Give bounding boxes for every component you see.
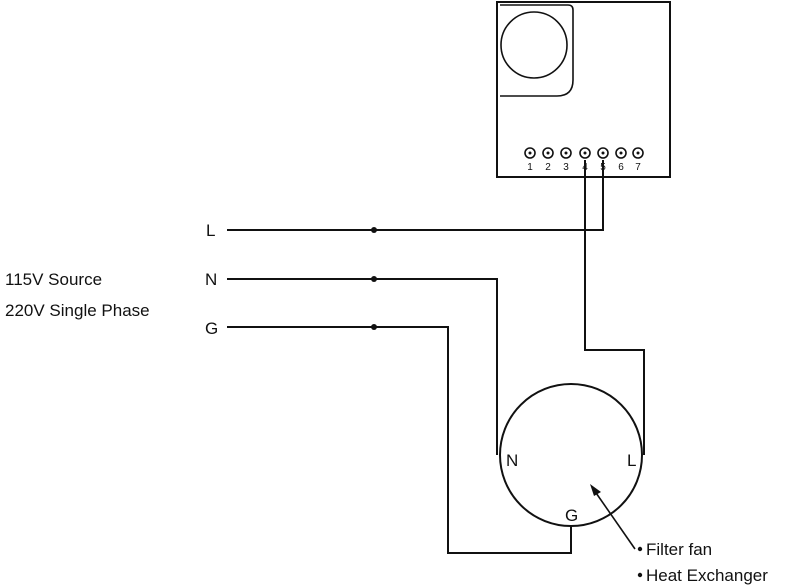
source-label-phase: 220V Single Phase — [5, 301, 150, 320]
terminal-3: 3 — [560, 147, 572, 173]
wire-switched-l — [584, 160, 645, 455]
fan-terminal-l: L — [627, 451, 636, 470]
terminal-7: 7 — [632, 147, 644, 173]
terminal-7-number: 7 — [635, 162, 641, 173]
wires — [227, 160, 645, 554]
line-label-l: L — [206, 221, 215, 240]
terminal-6-number: 6 — [618, 162, 624, 173]
junction-g — [371, 324, 377, 330]
legend-filter-fan: Filter fan — [646, 540, 712, 559]
terminal-3-number: 3 — [563, 162, 569, 173]
terminal-1: 1 — [524, 147, 536, 173]
fan-motor-icon — [499, 383, 643, 527]
fan-terminal-n: N — [506, 451, 518, 470]
controller-dial-icon — [500, 11, 568, 79]
wire-n — [227, 278, 498, 455]
terminal-strip: 1 2 3 4 5 6 7 — [524, 147, 644, 173]
wire-l — [227, 160, 604, 231]
line-label-g: G — [205, 319, 218, 338]
fan-terminal-g: G — [565, 506, 578, 525]
terminal-1-number: 1 — [527, 162, 533, 173]
legend-heat-exchanger: Heat Exchanger — [646, 566, 768, 585]
legend: Filter fan Heat Exchanger — [637, 540, 768, 585]
terminal-6: 6 — [615, 147, 627, 173]
wire-g — [227, 326, 572, 554]
legend-bullet-1 — [637, 546, 643, 552]
line-label-n: N — [205, 270, 217, 289]
fan-motor: N L G — [499, 383, 643, 527]
terminal-2-number: 2 — [545, 162, 551, 173]
junction-l — [371, 227, 377, 233]
source-label-voltage: 115V Source — [5, 270, 102, 289]
legend-bullet-2 — [637, 572, 643, 578]
terminal-2: 2 — [542, 147, 554, 173]
pointer-arrow — [590, 484, 636, 550]
controller-box — [496, 1, 671, 178]
junction-n — [371, 276, 377, 282]
